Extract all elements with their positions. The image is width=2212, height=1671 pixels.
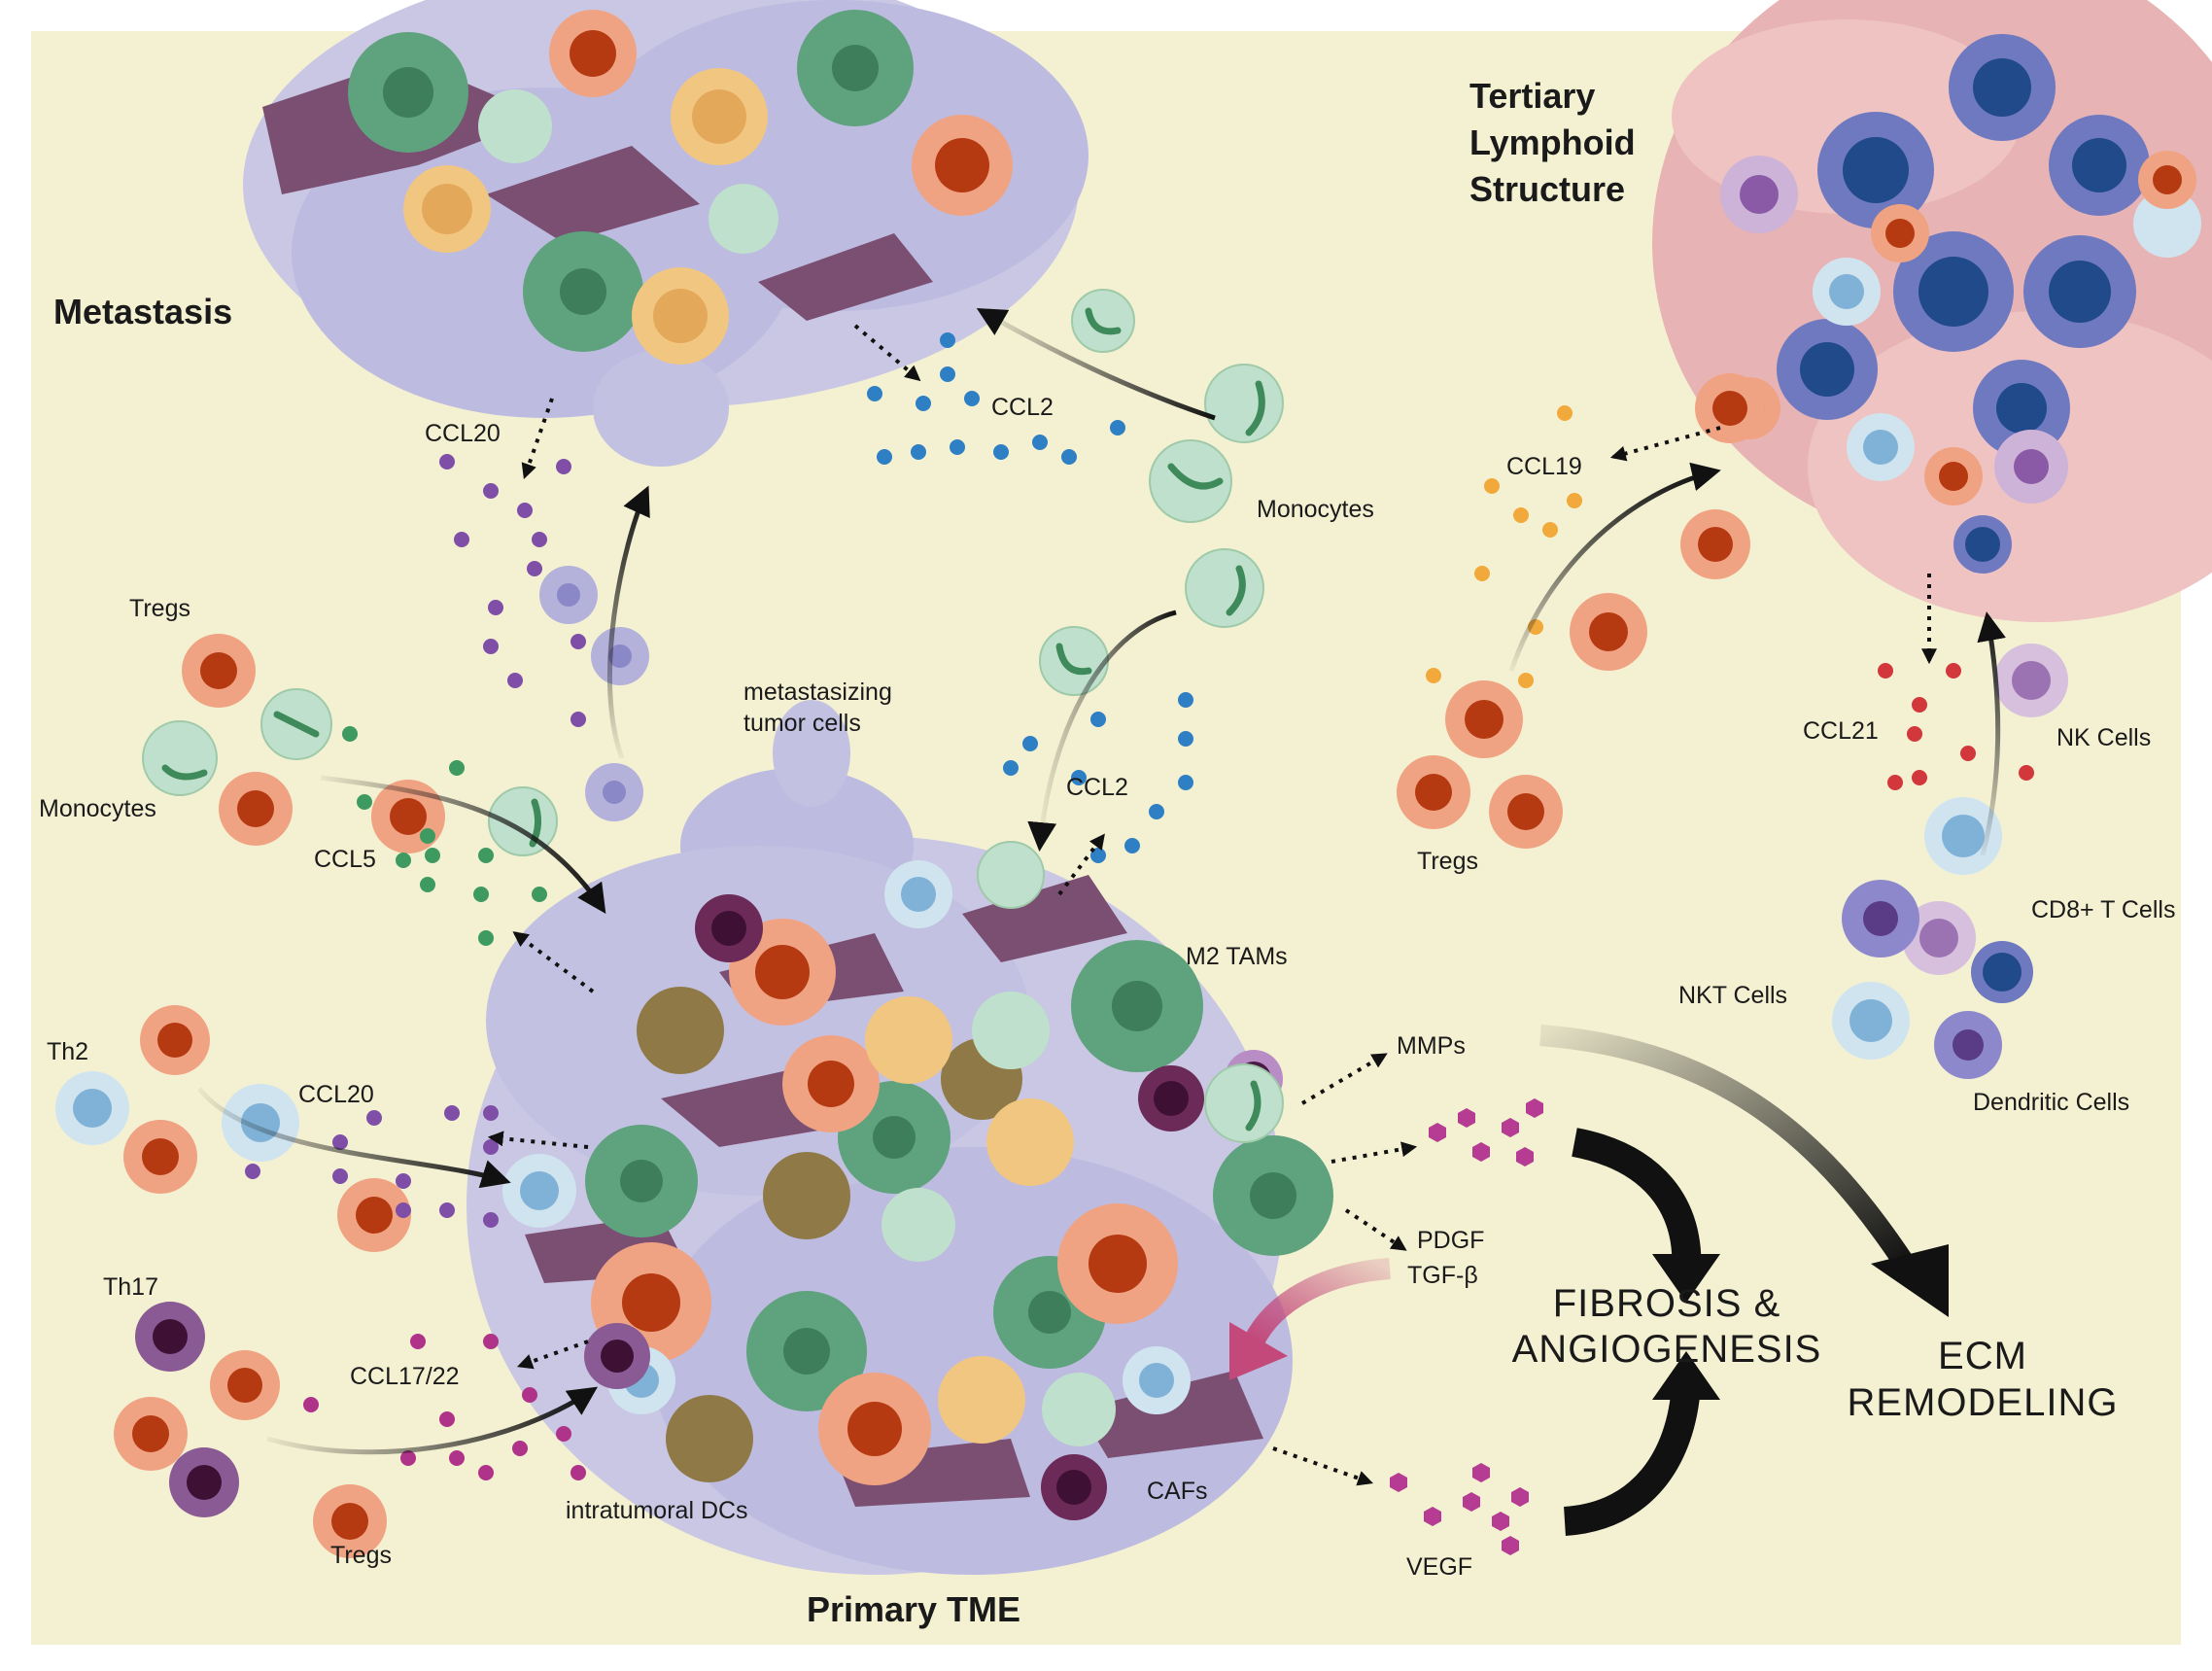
metastasizing-tumor-cells <box>539 566 850 821</box>
nkt-cells-label: NKT Cells <box>1678 982 1788 1009</box>
monocytes-left-label: Monocytes <box>39 795 156 822</box>
m2-tams-label: M2 TAMs <box>1186 943 1288 970</box>
ccl19-label: CCL19 <box>1506 453 1582 480</box>
ecm-label-2: REMODELING <box>1847 1381 2119 1424</box>
th17-cells <box>135 1302 650 1517</box>
tls-title-line3: Structure <box>1469 169 1626 209</box>
ccl17-22-label: CCL17/22 <box>350 1363 460 1390</box>
ccl21-label: CCL21 <box>1803 717 1879 745</box>
th2-cells <box>55 1071 576 1228</box>
ccl2-mid-label: CCL2 <box>1066 774 1128 801</box>
m2-tams <box>348 10 1333 1411</box>
cafs-label: CAFs <box>1147 1478 1208 1505</box>
monocytes-top-label: Monocytes <box>1257 496 1374 523</box>
tregs-right-label: Tregs <box>1417 848 1478 875</box>
treg-cells <box>114 373 1765 1558</box>
mmps-label: MMPs <box>1397 1032 1466 1060</box>
cd8-t-cells-label: CD8+ T Cells <box>2031 896 2176 923</box>
ccl17-22-dots <box>303 1334 586 1480</box>
ecm-label-1: ECM <box>1938 1335 2027 1377</box>
tumor-embedded-cells <box>403 10 1283 1520</box>
outcome-arrows <box>1229 1025 1949 1536</box>
tls-cells <box>1718 34 2201 574</box>
vegf-label: VEGF <box>1406 1553 1473 1581</box>
ccl5-dots <box>342 726 547 946</box>
fibrosis-label-2: ANGIOGENESIS <box>1511 1328 1822 1371</box>
tregs-left-label: Tregs <box>129 595 190 622</box>
ccl20-top-label: CCL20 <box>425 420 501 447</box>
growth-factor-vegf <box>1390 1463 1529 1555</box>
dendritic-cells-label: Dendritic Cells <box>1973 1089 2130 1116</box>
tregs-bottom-label: Tregs <box>330 1542 392 1569</box>
metastasizing-label-2: tumor cells <box>743 710 861 737</box>
pdgf-label: PDGF <box>1417 1227 1485 1254</box>
th2-label: Th2 <box>47 1038 89 1065</box>
secretion-arrows <box>487 324 1937 1486</box>
ccl5-label: CCL5 <box>314 846 376 873</box>
ccl2-top-dots <box>867 332 1125 465</box>
tgf-beta-label: TGF-β <box>1407 1262 1478 1289</box>
monocyte-nuclei <box>161 307 1265 1131</box>
tls-title-line1: Tertiary <box>1469 76 1596 116</box>
tls-title-line2: Lymphoid <box>1469 122 1636 162</box>
ccl20-left-label: CCL20 <box>298 1081 374 1108</box>
migration-arrows <box>197 308 2006 1455</box>
ccl21-dots <box>1878 663 2034 790</box>
growth-factor-pdgf-tgf <box>1429 1098 1543 1166</box>
intratumoral-dcs-label: intratumoral DCs <box>566 1497 748 1524</box>
ccl2-mid-dots <box>1003 692 1193 863</box>
primary-tme-title: Primary TME <box>806 1589 1021 1629</box>
fibrosis-label-1: FIBROSIS & <box>1552 1282 1781 1325</box>
th17-label: Th17 <box>103 1273 158 1301</box>
ccl20-left-dots <box>245 1105 499 1228</box>
metastasizing-label-1: metastasizing <box>743 679 892 706</box>
metastasis-title: Metastasis <box>53 292 233 331</box>
ccl20-top-dots <box>439 454 586 727</box>
ccl2-top-label: CCL2 <box>991 394 1054 421</box>
ccl19-dots <box>1426 405 1582 688</box>
nk-cells-label: NK Cells <box>2056 724 2152 751</box>
intratumoral-dcs <box>637 987 1022 1482</box>
